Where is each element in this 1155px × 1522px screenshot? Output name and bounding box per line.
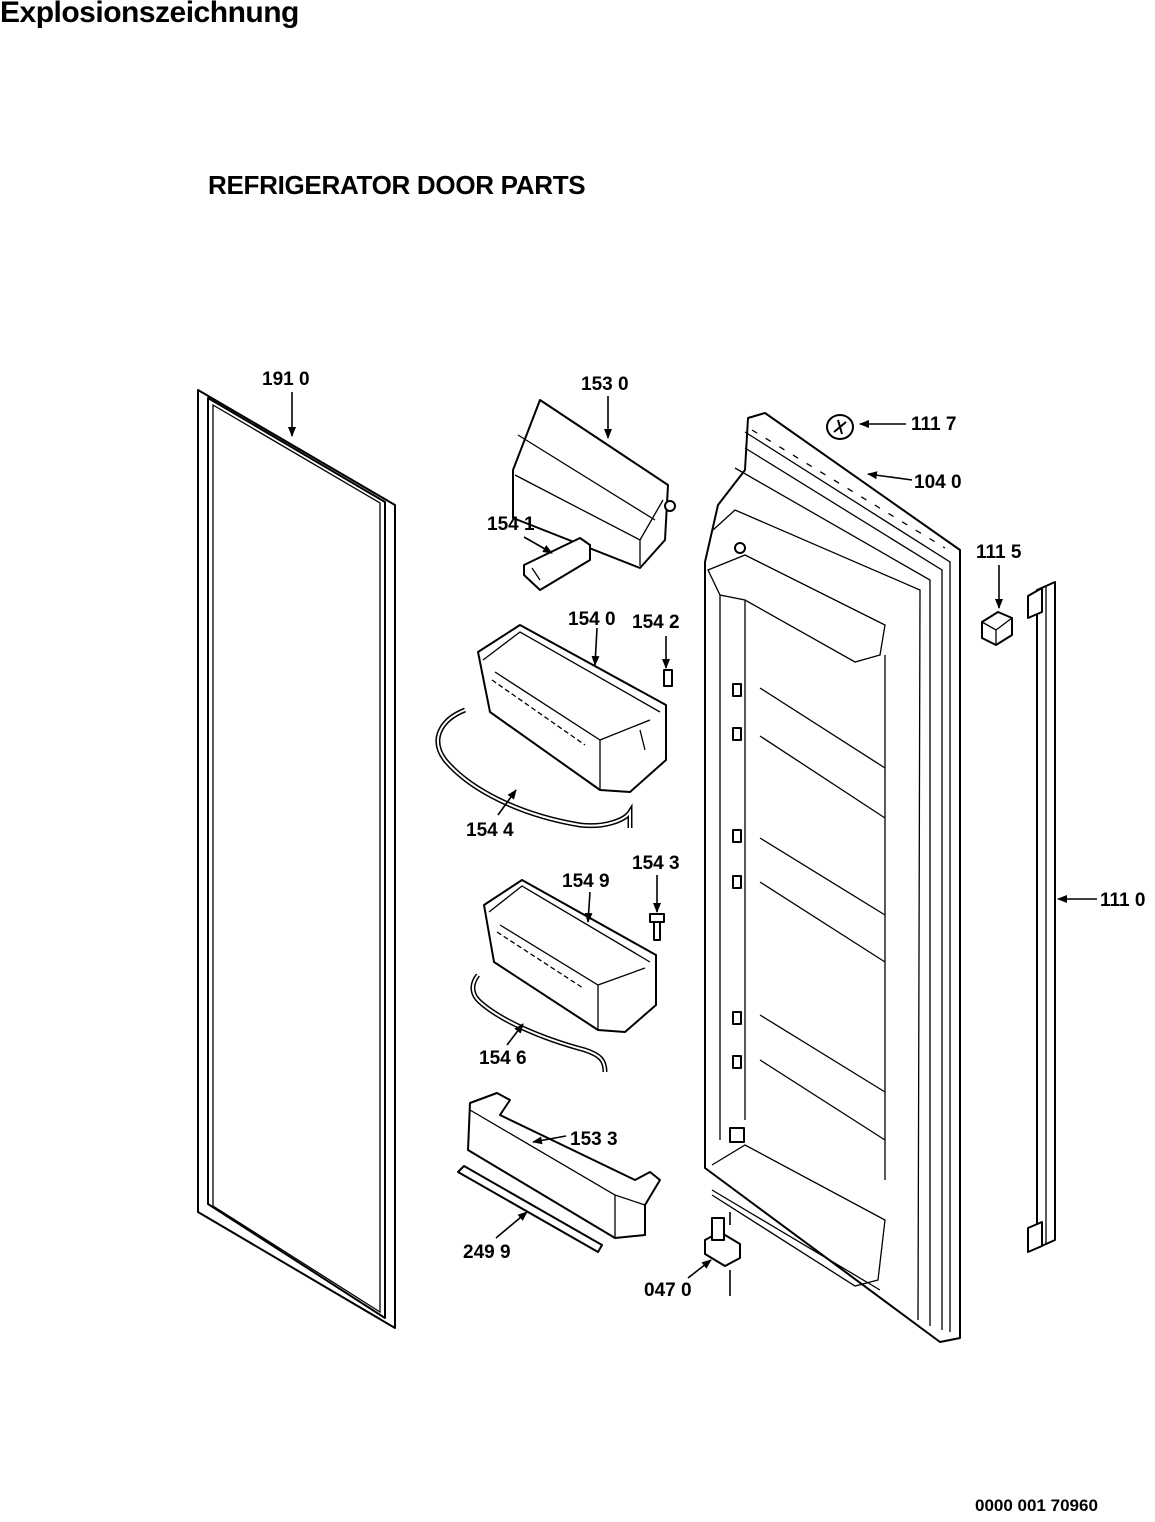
- label-door-liner: 104 0: [914, 472, 962, 493]
- label-plug: 111 7: [911, 414, 956, 435]
- label-clip: 111 5: [976, 542, 1022, 563]
- pin-lower: [649, 913, 665, 941]
- label-handle: 111 0: [1100, 890, 1145, 911]
- door-handle: [1027, 581, 1056, 1253]
- label-dairy-cover: 153 0: [581, 374, 629, 395]
- section-title: REFRIGERATOR DOOR PARTS: [208, 170, 586, 200]
- door-gasket: [197, 389, 396, 1329]
- bottle-shelf: [467, 1092, 661, 1239]
- label-pin-upper: 154 2: [632, 612, 680, 633]
- leader-lines: [288, 392, 1097, 1279]
- door-hinge: [704, 1212, 741, 1296]
- label-bottle-shelf: 153 3: [570, 1129, 618, 1150]
- label-wire-upper: 154 4: [466, 820, 514, 841]
- label-pin-lower: 154 3: [632, 853, 680, 874]
- trim-clip: [981, 611, 1013, 646]
- page-heading: Explosionszeichnung: [0, 0, 299, 29]
- label-gasket: 191 0: [262, 369, 310, 390]
- label-cover-hinge: 154 1: [487, 514, 535, 535]
- cover-hinge: [523, 537, 591, 591]
- pin-upper: [663, 669, 673, 687]
- door-bin-upper: [477, 624, 667, 793]
- shelf-strip: [457, 1165, 603, 1253]
- label-hinge: 047 0: [644, 1280, 692, 1301]
- document-number: 0000 001 70960: [975, 1496, 1098, 1515]
- cap-plug: [826, 414, 854, 440]
- wire-upper: [435, 707, 633, 829]
- label-wire-lower: 154 6: [479, 1048, 527, 1069]
- label-door-bin-lower: 154 9: [562, 871, 610, 892]
- label-shelf-strip: 249 9: [463, 1242, 511, 1263]
- dairy-cover: [512, 399, 676, 569]
- door-bin-lower: [483, 879, 657, 1033]
- label-door-bin-upper: 154 0: [568, 609, 616, 630]
- door-liner: [704, 412, 961, 1343]
